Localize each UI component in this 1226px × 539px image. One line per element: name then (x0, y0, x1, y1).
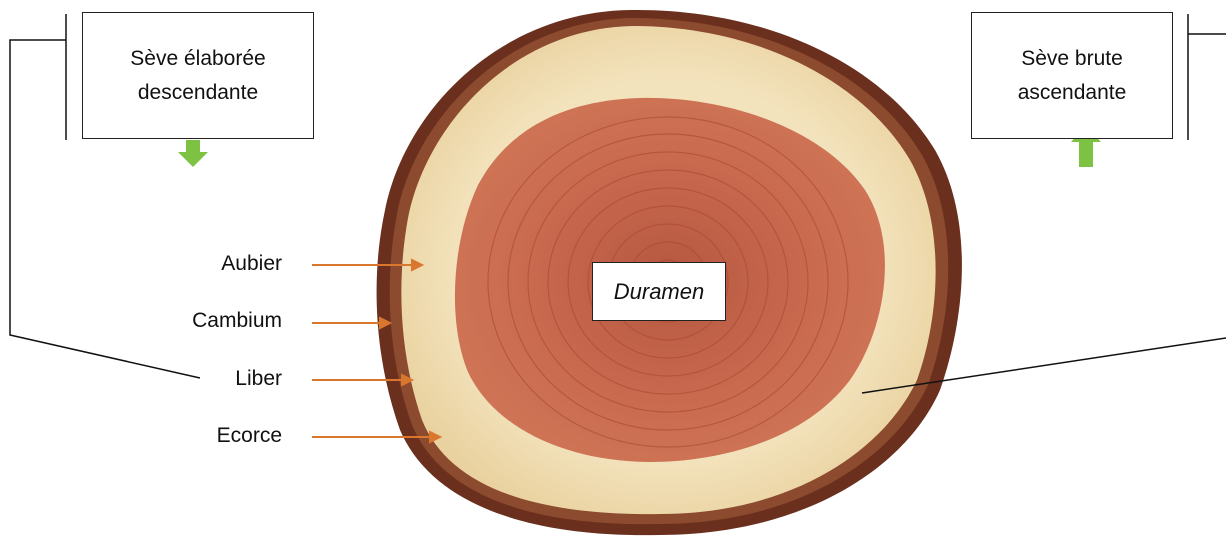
cambium-label: Cambium (152, 309, 282, 333)
duramen-label: Duramen (614, 275, 704, 309)
ecorce-label: Ecorce (152, 424, 282, 448)
sap-down-label: Sève élaborée descendante (130, 42, 265, 110)
aubier-label: Aubier (152, 252, 282, 276)
sap-down-box: Sève élaborée descendante (82, 12, 314, 139)
liber-label: Liber (152, 367, 282, 391)
duramen-box: Duramen (592, 262, 726, 321)
arrow-down-icon (178, 140, 208, 167)
sap-up-box: Sève brute ascendante (971, 12, 1173, 139)
sap-up-label: Sève brute ascendante (1018, 42, 1127, 110)
